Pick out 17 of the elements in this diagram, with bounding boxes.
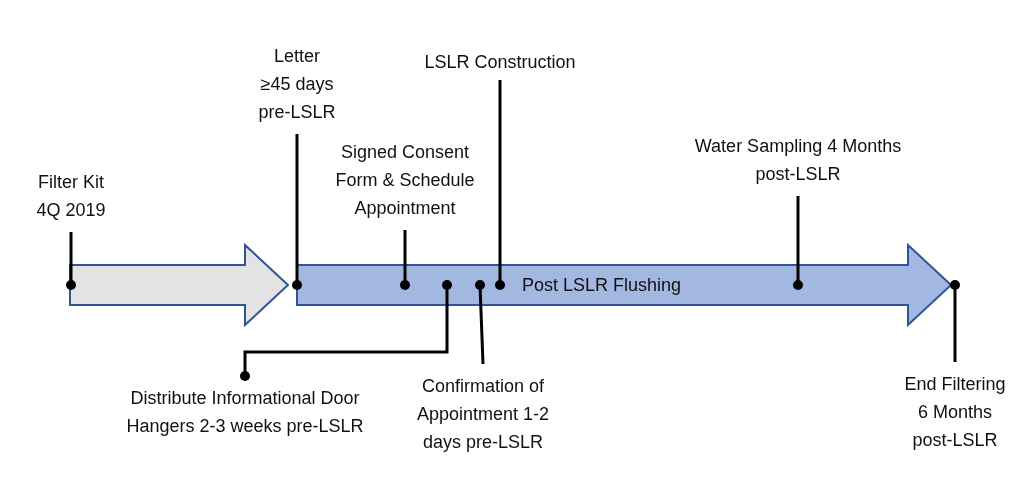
milestone-label: LSLR Construction [423, 51, 577, 74]
milestone-label: Letter ≥45 days pre-LSLR [257, 45, 337, 124]
leader-line [400, 230, 410, 290]
milestone-label: Confirmation of Appointment 1-2 days pre-LSLR [415, 375, 551, 454]
leader-line [950, 280, 960, 362]
milestone-label: End Filtering 6 Months post-LSLR [903, 373, 1007, 452]
milestone-label: Distribute Informational Door Hangers 2-3 weeks pre-LSLR [125, 387, 365, 438]
leader-line [793, 196, 803, 290]
leader-line [292, 134, 302, 290]
leader-line [475, 280, 485, 365]
milestone-label: Signed Consent Form & Schedule Appointment [334, 141, 476, 220]
phase-label: Post LSLR Flushing [522, 274, 682, 297]
milestone-label: Water Sampling 4 Months post-LSLR [693, 135, 903, 186]
leader-line [240, 280, 452, 381]
leader-line [66, 232, 76, 290]
milestone-label: Filter Kit 4Q 2019 [35, 171, 107, 222]
leader-line [495, 80, 505, 290]
